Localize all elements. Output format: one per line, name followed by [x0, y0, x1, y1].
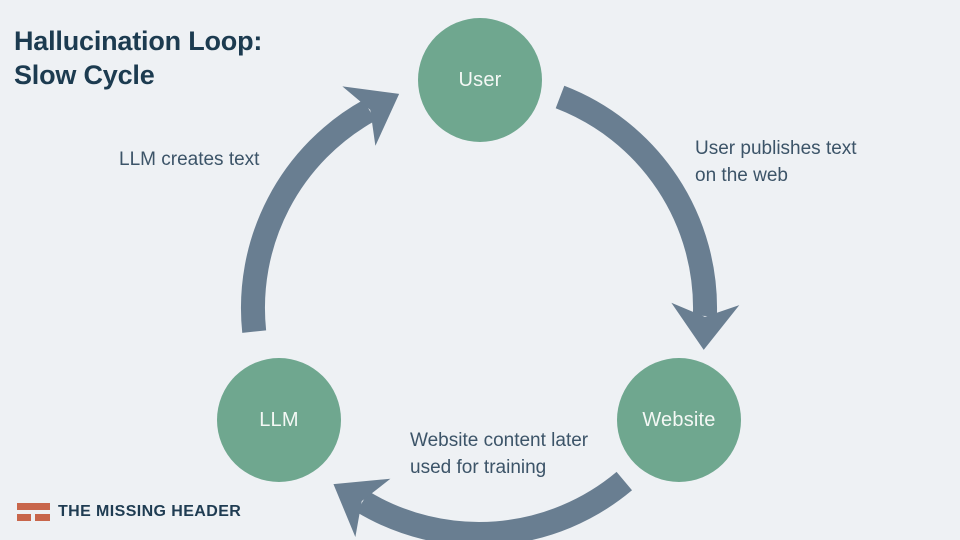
arrow-llm-to-user-icon	[240, 86, 400, 333]
brand-logo-icon	[17, 503, 50, 521]
edge-label-llm-to-user: LLM creates text	[119, 146, 259, 173]
edge-label-user-to-website-line2: on the web	[695, 165, 788, 186]
arrow-user-to-website-icon	[555, 85, 740, 350]
edge-label-user-to-website: User publishes text on the web	[695, 135, 857, 189]
slide-title-line1: Hallucination Loop:	[14, 26, 263, 57]
brand-name: THE MISSING HEADER	[58, 503, 242, 520]
edge-label-website-to-llm-line2: used for training	[410, 457, 547, 478]
slide-title-line2: Slow Cycle	[14, 60, 155, 91]
node-website-label: Website	[642, 408, 716, 431]
brand-logo-bar-right	[35, 514, 50, 521]
node-llm: LLM	[217, 358, 341, 482]
node-user-label: User	[458, 68, 502, 91]
edge-label-website-to-llm: Website content later used for training	[410, 427, 588, 481]
edge-label-user-to-website-line1: User publishes text	[695, 138, 857, 159]
edge-label-llm-to-user-line1: LLM creates text	[119, 149, 260, 170]
node-llm-label: LLM	[259, 408, 299, 431]
brand-footer: THE MISSING HEADER	[17, 501, 241, 523]
brand-logo-bar-top	[17, 503, 50, 510]
slide-title: Hallucination Loop:Slow Cycle	[14, 24, 262, 92]
node-user: User	[418, 18, 542, 142]
brand-logo-bar-row	[17, 514, 50, 521]
brand-logo-bar-left	[17, 514, 31, 521]
node-website: Website	[617, 358, 741, 482]
edge-label-website-to-llm-line1: Website content later	[410, 430, 589, 451]
arrow-website-to-llm-icon	[333, 471, 633, 540]
